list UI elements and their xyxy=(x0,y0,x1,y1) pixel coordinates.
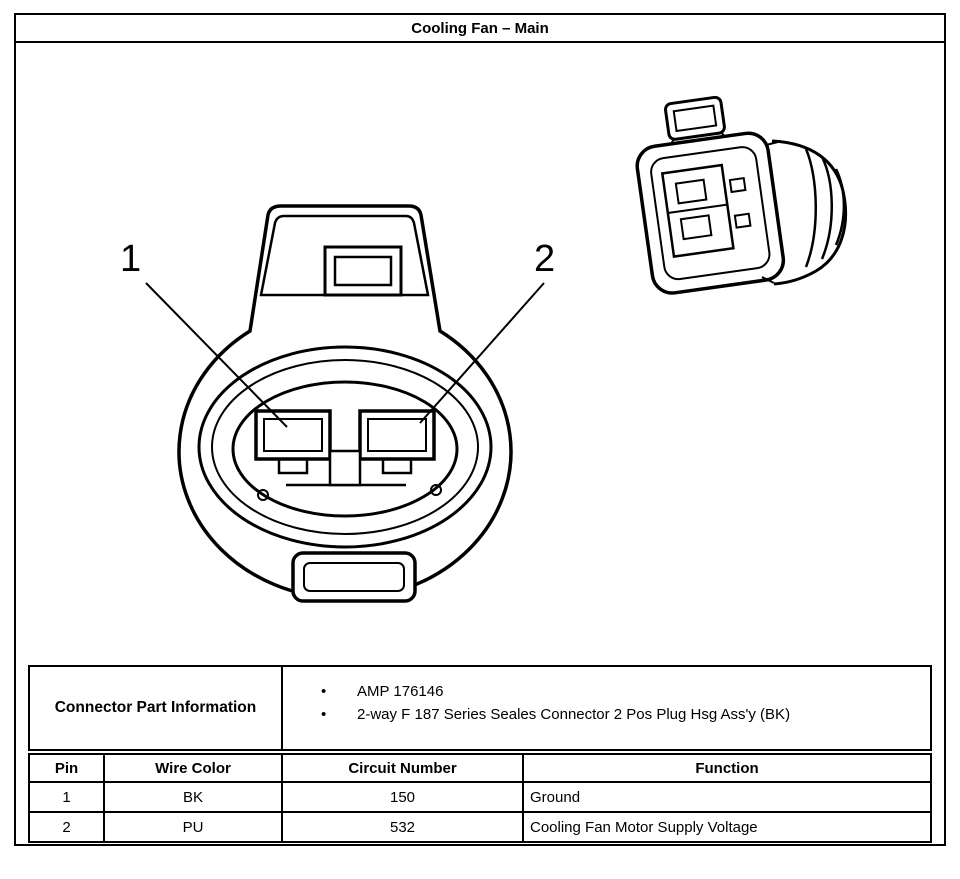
diagram-area: 1 2 xyxy=(16,43,944,665)
table-row: 2 PU 532 Cooling Fan Motor Supply Voltag… xyxy=(30,813,930,841)
page-title: Cooling Fan – Main xyxy=(411,19,549,37)
connector-info-sheet: Cooling Fan – Main xyxy=(14,13,946,846)
pin-2-callout: 2 xyxy=(534,238,556,280)
connector-line-art xyxy=(145,95,848,603)
wire-color-column-header: Wire Color xyxy=(105,755,283,781)
terminal-cavity-2 xyxy=(358,409,436,475)
function-cell: Cooling Fan Motor Supply Voltage xyxy=(530,818,758,836)
title-bar: Cooling Fan – Main xyxy=(16,15,944,43)
terminal-cavity-1 xyxy=(254,409,332,475)
table-row: 1 BK 150 Ground xyxy=(30,783,930,813)
pin-cell: 2 xyxy=(30,813,105,841)
pin-2-leader-line xyxy=(419,282,545,424)
part-info-heading: Connector Part Information xyxy=(30,667,283,749)
circuit-number-cell: 532 xyxy=(283,813,524,841)
pin-table: Pin Wire Color Circuit Number Function 1… xyxy=(28,753,932,843)
connector-part-info: Connector Part Information AMP 176146 2-… xyxy=(28,665,932,751)
pin-1-leader-line xyxy=(145,282,288,428)
part-info-line-2: 2-way F 187 Series Seales Connector 2 Po… xyxy=(357,706,791,723)
function-cell: Ground xyxy=(530,788,581,806)
circuit-number-cell: 150 xyxy=(283,783,524,811)
part-info-bullet-list: AMP 176146 2-way F 187 Series Seales Con… xyxy=(283,667,930,749)
part-info-bullet-item: AMP 176146 xyxy=(321,680,922,703)
part-info-bullet-item: 2-way F 187 Series Seales Connector 2 Po… xyxy=(321,703,922,726)
function-column-header: Function xyxy=(695,759,759,777)
pin-column-header: Pin xyxy=(30,755,105,781)
circuit-number-column-header: Circuit Number xyxy=(283,755,524,781)
connector-front-view xyxy=(145,204,545,603)
wire-color-cell: PU xyxy=(105,813,283,841)
wire-color-cell: BK xyxy=(105,783,283,811)
pin-1-callout: 1 xyxy=(120,238,142,280)
tables-section: Connector Part Information AMP 176146 2-… xyxy=(28,665,932,843)
pin-table-header-row: Pin Wire Color Circuit Number Function xyxy=(30,755,930,783)
part-info-line-1: AMP 176146 xyxy=(357,683,444,700)
connector-3d-view xyxy=(635,95,848,295)
pin-cell: 1 xyxy=(30,783,105,811)
